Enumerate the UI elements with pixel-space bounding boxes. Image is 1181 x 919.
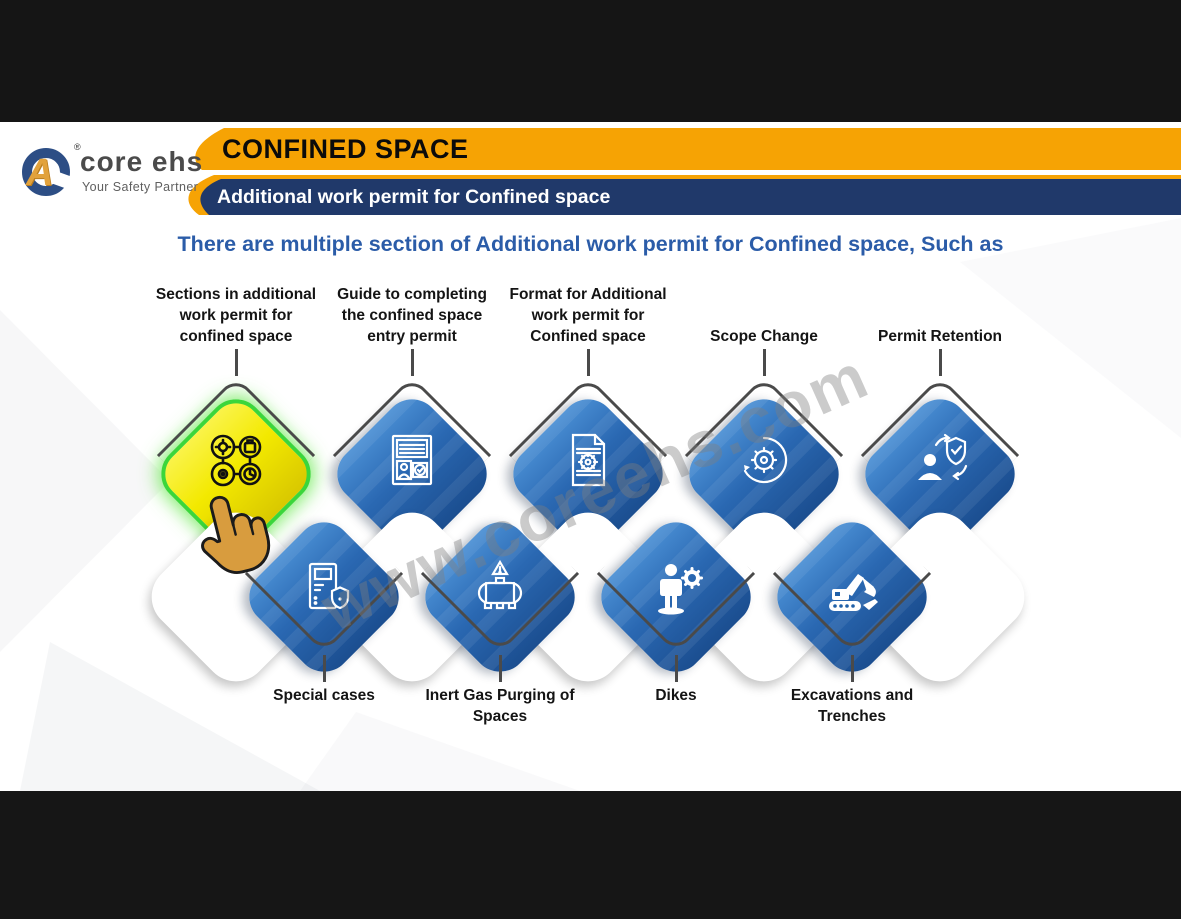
letterbox-top <box>0 0 1181 122</box>
coreehs-logo: A ® core ehs Your Safety Partner <box>18 142 208 210</box>
connector-line <box>586 349 590 376</box>
person-gear-icon <box>658 564 703 615</box>
connector-line <box>234 349 238 376</box>
label-sections-additional: Sections in additional work permit for c… <box>155 286 317 345</box>
connector-line <box>938 349 942 376</box>
document-shield-icon <box>308 562 350 610</box>
modules-grid-icon <box>210 434 262 487</box>
connector-line <box>762 349 766 376</box>
connector-line <box>850 655 854 682</box>
connector-line <box>674 655 678 682</box>
logo-brand-text: core ehs <box>80 146 204 177</box>
logo-a-icon: A <box>26 152 54 194</box>
person-shield-icon <box>918 433 968 481</box>
gear-refresh-icon <box>743 436 788 484</box>
logo-tagline: Your Safety Partner <box>82 180 199 194</box>
hand-cursor-icon <box>201 495 271 574</box>
label-excavations-trenches: Excavations and Trenches <box>790 687 914 725</box>
letterbox-bottom <box>0 791 1181 919</box>
document-gear-icon <box>571 433 606 487</box>
excavator-icon <box>829 574 878 611</box>
header-bands <box>188 128 1181 215</box>
label-guide-completing: Guide to completing the confined space e… <box>337 286 487 345</box>
connector-line <box>322 655 326 682</box>
connector-line <box>498 655 502 682</box>
label-dikes: Dikes <box>655 687 697 704</box>
slide-subtitle: Additional work permit for Confined spac… <box>217 186 611 208</box>
label-permit-retention: Permit Retention <box>877 328 1002 345</box>
logo-c-icon <box>22 148 70 196</box>
label-inert-gas-purging: Inert Gas Purging of Spaces <box>425 687 575 725</box>
label-scope-change: Scope Change <box>710 328 818 345</box>
page-title: There are multiple section of Additional… <box>177 232 1004 256</box>
slide: CONFINED SPACE Additional work permit fo… <box>0 122 1181 791</box>
connector-line <box>410 349 414 376</box>
label-format-permit: Format for Additional work permit for Co… <box>509 286 667 345</box>
gas-tank-icon <box>477 559 523 610</box>
registered-mark: ® <box>74 142 81 152</box>
label-special-cases: Special cases <box>273 687 375 704</box>
permit-form-icon <box>391 434 433 486</box>
slide-title: CONFINED SPACE <box>222 134 469 164</box>
